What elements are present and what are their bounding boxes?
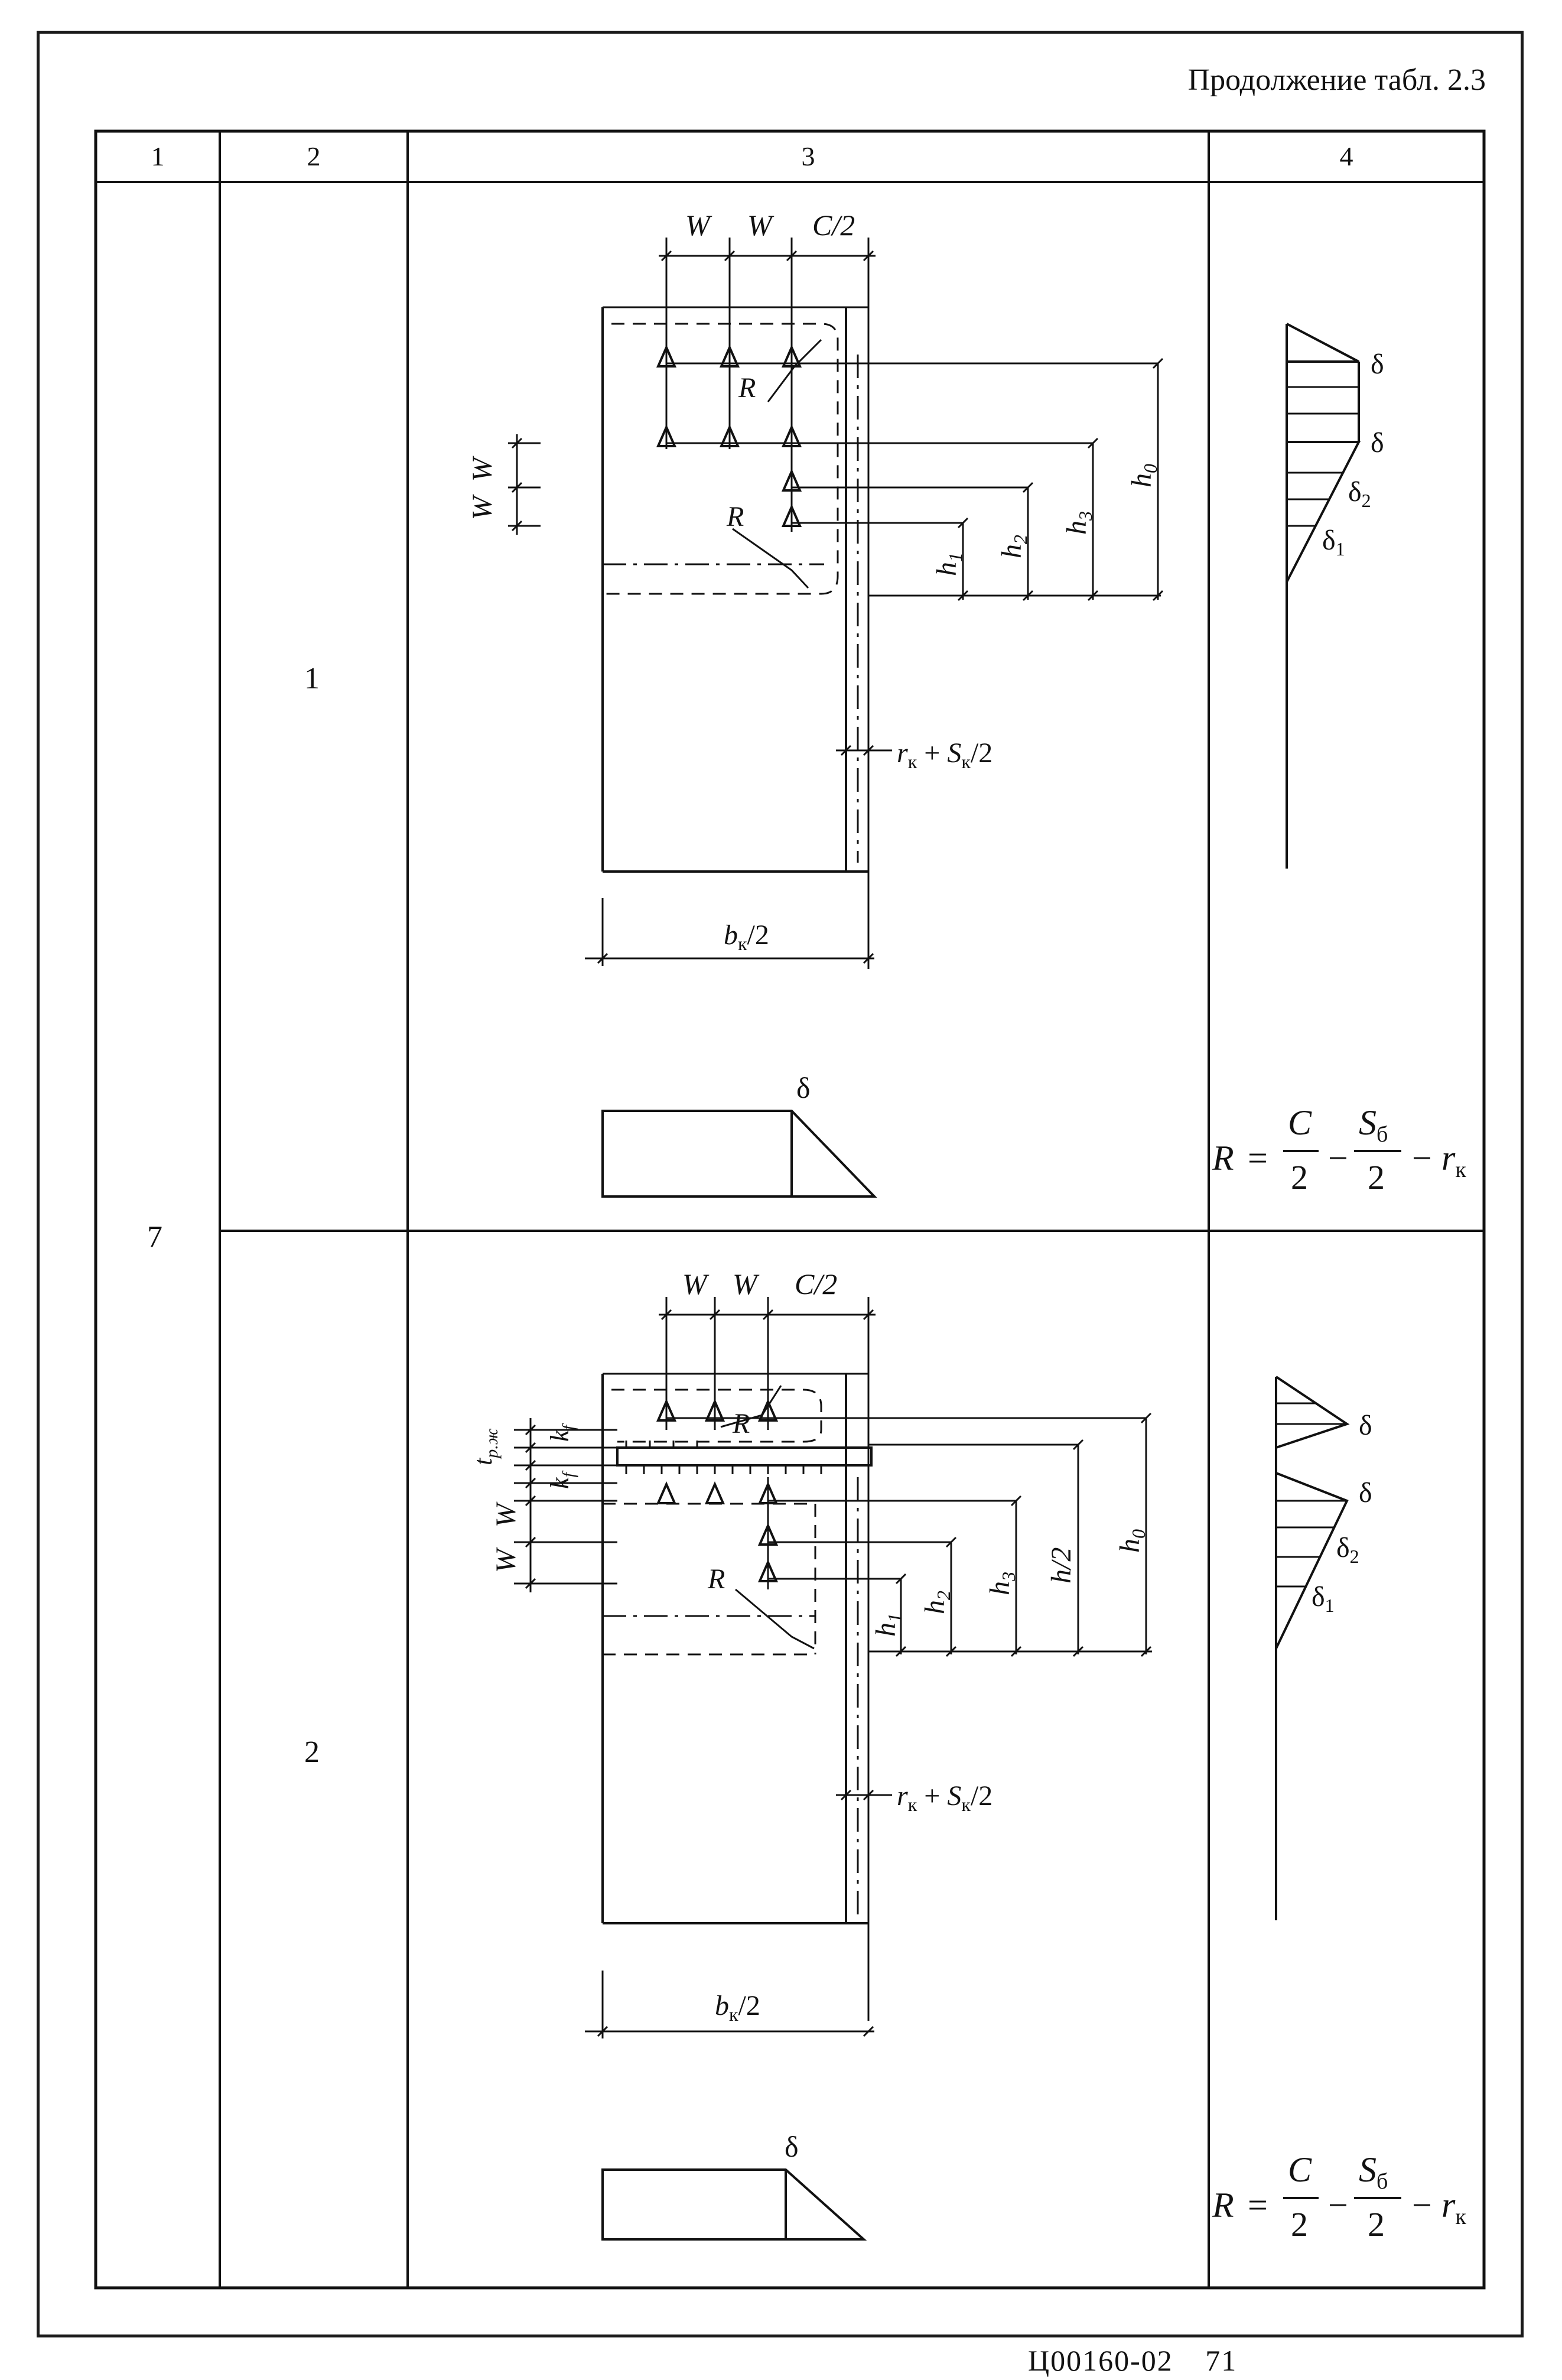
column-header-4: 4 xyxy=(1340,141,1353,171)
dim-bk-half: bк/2 xyxy=(724,919,769,954)
dim-c-half: C/2 xyxy=(812,209,855,242)
dim-rk-sk: rк+Sк/2 xyxy=(897,1780,992,1815)
dim-kf-top: kf xyxy=(545,1423,578,1442)
svg-text:2: 2 xyxy=(1368,1158,1385,1196)
drawing-1-labels: W W C/2 R R W W h0 h3 h2 h1 rк+Sк/2 bк/2… xyxy=(467,209,1161,1104)
dim-h3: h3 xyxy=(984,1572,1019,1595)
dim-w-left-1: W xyxy=(490,1501,522,1527)
svg-text:h0: h0 xyxy=(1126,464,1161,487)
dim-w-left-1: W xyxy=(467,456,498,482)
formula-radius-2: R = C 2 − Sб 2 − rк xyxy=(1212,2150,1466,2244)
groove-delta: δ xyxy=(785,2130,799,2163)
dim-w-2: W xyxy=(747,209,775,242)
delta1-label: δ1 xyxy=(1322,525,1345,560)
radius-label-top: R xyxy=(732,1408,750,1439)
stress-diagram-2 xyxy=(1275,1376,1350,1920)
dim-t-rzh: tр.ж xyxy=(468,1428,502,1465)
svg-text:h2: h2 xyxy=(919,1591,954,1614)
column-header-1: 1 xyxy=(151,141,165,171)
svg-text:rк: rк xyxy=(1441,1139,1466,1182)
document-code: Ц00160-02 xyxy=(1028,2344,1173,2377)
groove-delta: δ xyxy=(796,1071,811,1104)
svg-text:−: − xyxy=(1328,2186,1348,2225)
svg-text:R: R xyxy=(1212,1139,1234,1178)
dim-w-left-2: W xyxy=(490,1547,522,1573)
dim-c-half: C/2 xyxy=(795,1267,837,1300)
dim-w-1: W xyxy=(682,1267,710,1300)
dim-w-left-2: W xyxy=(467,494,498,520)
dim-rk-sk: rк+Sк/2 xyxy=(897,737,992,772)
delta-label-top: δ xyxy=(1359,1410,1372,1441)
delta-label-top: δ xyxy=(1371,349,1384,380)
svg-text:kf: kf xyxy=(545,1423,578,1442)
table-continuation-caption: Продолжение табл. 2.3 xyxy=(1188,63,1486,97)
svg-text:Sб: Sб xyxy=(1359,2150,1388,2194)
dim-h1: h1 xyxy=(931,552,966,576)
svg-text:C: C xyxy=(1288,1103,1312,1142)
svg-text:2: 2 xyxy=(1368,2205,1385,2244)
svg-text:R: R xyxy=(1212,2186,1234,2225)
row-number-1: 1 xyxy=(304,662,320,695)
radius-label-bottom: R xyxy=(707,1563,725,1595)
delta-label-mid: δ xyxy=(1359,1477,1372,1508)
dim-h2: h2 xyxy=(996,535,1031,558)
svg-text:−: − xyxy=(1328,1139,1348,1178)
row-number-2: 2 xyxy=(304,1735,320,1769)
svg-text:−: − xyxy=(1412,1139,1432,1178)
page-footer: Ц00160-02 71 xyxy=(1028,2343,1237,2378)
dim-kf-bottom: kf xyxy=(545,1470,578,1489)
svg-text:kf: kf xyxy=(545,1470,578,1489)
page-number: 71 xyxy=(1205,2344,1238,2377)
dim-h0: h0 xyxy=(1126,464,1161,487)
svg-text:Sб: Sб xyxy=(1359,1103,1388,1147)
dim-h3: h3 xyxy=(1061,511,1096,535)
dim-h-half: h/2 xyxy=(1046,1547,1077,1584)
svg-text:rк: rк xyxy=(1441,2186,1466,2229)
dim-h1: h1 xyxy=(870,1613,905,1637)
svg-text:h2: h2 xyxy=(996,535,1031,558)
stress-diagram-1 xyxy=(1286,323,1361,869)
dim-w-2: W xyxy=(733,1267,760,1300)
delta1-label: δ1 xyxy=(1312,1581,1335,1616)
delta2-label: δ2 xyxy=(1348,476,1371,511)
radius-label-top: R xyxy=(738,372,756,404)
svg-text:h3: h3 xyxy=(1061,511,1096,535)
svg-text:=: = xyxy=(1248,1139,1268,1178)
column-header-2: 2 xyxy=(307,141,321,171)
drawing-2-labels: W W C/2 R R W W kf kf tр.ж h0 h/2 h3 h2 … xyxy=(468,1267,1149,2163)
delta2-label: δ2 xyxy=(1336,1532,1359,1567)
dim-h0: h0 xyxy=(1114,1529,1149,1553)
page-frame xyxy=(37,31,1524,2337)
svg-text:h1: h1 xyxy=(870,1613,905,1637)
svg-text:−: − xyxy=(1412,2186,1432,2225)
weld-section-drawing-2 xyxy=(514,1297,1152,2241)
dim-w-1: W xyxy=(685,209,712,242)
formula-radius-1: R = C 2 − Sб 2 − rк xyxy=(1212,1103,1466,1196)
svg-text:C: C xyxy=(1288,2150,1312,2189)
svg-text:h1: h1 xyxy=(931,552,966,576)
group-number: 7 xyxy=(147,1220,162,1254)
svg-text:=: = xyxy=(1248,2186,1268,2225)
weld-section-drawing-1 xyxy=(508,238,1164,1198)
svg-text:tр.ж: tр.ж xyxy=(468,1428,502,1465)
dim-h2: h2 xyxy=(919,1591,954,1614)
column-header-3: 3 xyxy=(802,141,815,171)
table-grid xyxy=(94,129,1486,2290)
radius-label-bottom: R xyxy=(726,501,744,532)
delta-label-mid: δ xyxy=(1371,427,1384,459)
svg-text:2: 2 xyxy=(1291,2205,1308,2244)
dim-bk-half: bк/2 xyxy=(715,1990,760,2025)
svg-text:2: 2 xyxy=(1291,1158,1308,1196)
svg-text:h0: h0 xyxy=(1114,1529,1149,1553)
svg-text:h3: h3 xyxy=(984,1572,1019,1595)
